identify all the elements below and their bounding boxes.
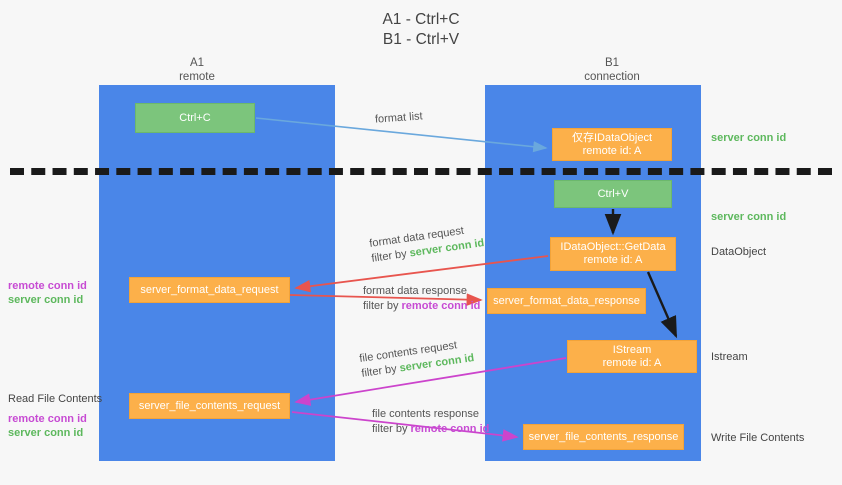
node-server-format-data-request[interactable]: server_format_data_request (129, 277, 290, 303)
node-server-file-contents-request[interactable]: server_file_contents_request (129, 393, 290, 419)
column-header-b1: B1 connection (552, 56, 672, 84)
side-label-write-file-contents: Write File Contents (711, 432, 805, 444)
node-ctrl-v-label: Ctrl+V (597, 187, 629, 200)
edge-label-file-contents-response: file contents response filter by remote … (372, 407, 489, 437)
edge-label-file-contents-response-filter: filter by remote conn id (372, 422, 489, 437)
node-server-format-data-response[interactable]: server_format_data_response (487, 288, 646, 314)
left-label-remote-conn-id: remote conn id (8, 280, 87, 292)
edge-label-format-data-request: format data request filter by server con… (368, 221, 485, 267)
node-idataobject-getdata-line1: IDataObject::GetData (560, 241, 666, 253)
title-line-1: A1 - Ctrl+C (382, 11, 460, 28)
node-idataobject-store-line2: remote id: A (582, 144, 642, 157)
node-server-file-contents-response-label: server_file_contents_response (528, 430, 679, 443)
phase-divider (10, 168, 832, 175)
node-ctrl-c-label: Ctrl+C (179, 111, 211, 124)
left-label-group-format: remote conn id server conn id (8, 279, 87, 307)
left-label-remote-conn-id: remote conn id (8, 413, 87, 425)
node-idataobject-store[interactable]: 仅存IDataObject remote id: A (552, 128, 672, 161)
node-idataobject-store-line1: 仅存IDataObject (571, 131, 653, 144)
node-server-format-data-response-label: server_format_data_response (493, 294, 640, 307)
column-a1-name: A1 (189, 57, 205, 69)
filter-key-remote-conn-id: remote conn id (401, 300, 481, 312)
node-istream-line2: remote id: A (602, 356, 662, 369)
column-b1-role: connection (584, 71, 640, 83)
filter-prefix: filter by (372, 423, 411, 435)
node-idataobject-getdata-line2: remote id: A (583, 254, 643, 266)
side-label-istream: Istream (711, 351, 748, 363)
node-server-format-data-request-label: server_format_data_request (140, 283, 279, 296)
column-b1-name: B1 (604, 57, 620, 69)
filter-prefix: filter by (370, 247, 411, 265)
page-title: A1 - Ctrl+C B1 - Ctrl+V (0, 10, 842, 50)
node-idataobject-getdata[interactable]: IDataObject::GetData remote id: A (550, 237, 676, 271)
filter-key-remote-conn-id: remote conn id (410, 423, 490, 435)
node-ctrl-v[interactable]: Ctrl+V (554, 180, 672, 208)
side-label-server-conn-id-mid: server conn id (711, 211, 787, 223)
node-server-file-contents-response[interactable]: server_file_contents_response (523, 424, 684, 450)
filter-prefix: filter by (363, 300, 402, 312)
edge-label-file-contents-response-text: file contents response (372, 408, 480, 420)
node-server-file-contents-request-label: server_file_contents_request (138, 399, 281, 412)
edge-label-format-list-text: format list (374, 110, 424, 126)
side-label-server-conn-id-top: server conn id (711, 132, 787, 144)
node-ctrl-c[interactable]: Ctrl+C (135, 103, 255, 133)
left-label-server-conn-id: server conn id (8, 294, 84, 306)
edge-label-file-contents-request: file contents request filter by server c… (358, 336, 475, 382)
filter-prefix: filter by (360, 362, 401, 380)
edge-label-format-data-response-filter: filter by remote conn id (363, 299, 480, 314)
node-istream[interactable]: IStream remote id: A (567, 340, 697, 373)
edge-label-format-data-response: format data response filter by remote co… (363, 284, 480, 314)
title-line-2: B1 - Ctrl+V (382, 31, 460, 48)
edge-label-format-data-response-text: format data response (363, 285, 467, 297)
side-label-dataobject: DataObject (711, 246, 767, 258)
column-header-a1: A1 remote (137, 56, 257, 84)
left-label-server-conn-id: server conn id (8, 427, 84, 439)
left-label-read-file-contents: Read File Contents (8, 393, 103, 405)
left-label-group-file: remote conn id server conn id (8, 412, 87, 440)
edge-label-format-list: format list (375, 109, 424, 127)
column-a1-role: remote (179, 71, 215, 83)
node-istream-line1: IStream (612, 343, 652, 356)
